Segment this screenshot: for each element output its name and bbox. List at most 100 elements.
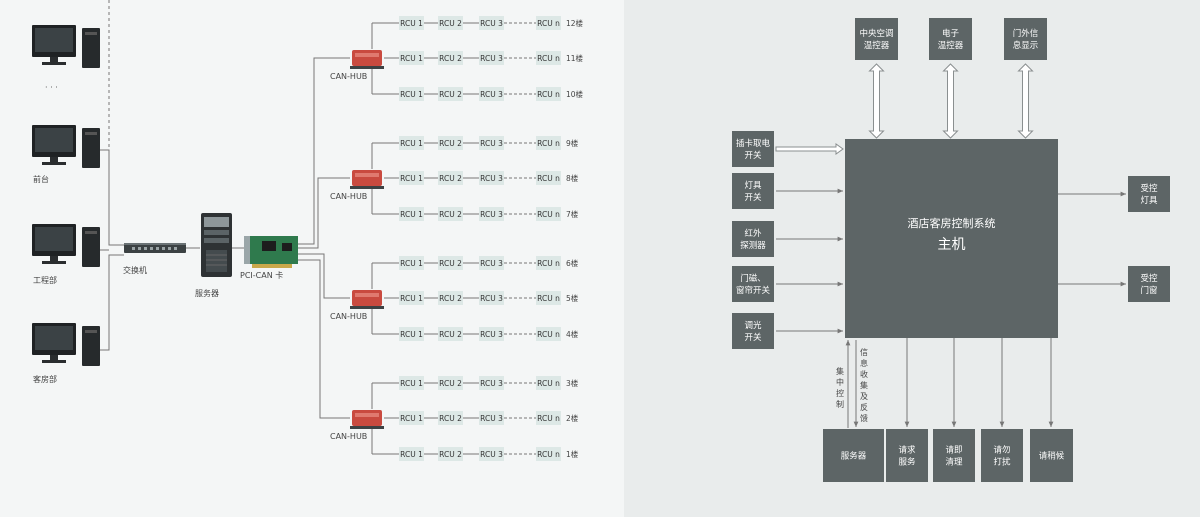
rcu-box: [399, 376, 424, 390]
server-tower: [201, 213, 232, 277]
trunk-hub-1: [298, 57, 350, 245]
rcu-label: RCU 3: [480, 259, 503, 268]
box-text: 探测器: [740, 240, 766, 251]
label-can-hub: CAN-HUB: [330, 312, 367, 321]
floor-label: 3楼: [566, 378, 579, 388]
pc-link-front-desk: [100, 149, 124, 246]
rcu-box: [438, 256, 463, 270]
rcu-label: RCU n: [537, 330, 560, 339]
rcu-label: RCU 2: [439, 210, 462, 219]
rcu-box: [536, 51, 561, 65]
rcu-row: RCU 1 RCU 2 RCU 3 RCU n 6楼: [372, 256, 579, 270]
rcu-label: RCU 1: [400, 330, 423, 339]
box-text: 中央空调: [859, 28, 893, 39]
label-info-feedback: 收: [860, 369, 868, 379]
rcu-label: RCU 1: [400, 174, 423, 183]
rcu-box: [399, 291, 424, 305]
rcu-box: [399, 411, 424, 425]
rcu-label: RCU 3: [480, 139, 503, 148]
main-title: 酒店客房控制系统: [908, 216, 996, 230]
rcu-box: [536, 136, 561, 150]
rcu-label: RCU 3: [480, 294, 503, 303]
box-text: 灯具: [744, 180, 762, 191]
network-switch: [124, 243, 186, 253]
floor-label: 4楼: [566, 329, 579, 339]
rcu-label: RCU 3: [480, 19, 503, 28]
rcu-label: RCU 1: [400, 139, 423, 148]
pc-front-desk: [32, 125, 100, 168]
box-text: 受控: [1140, 273, 1158, 284]
rcu-box: [438, 136, 463, 150]
bidirectional-arrow: [1017, 63, 1034, 139]
rcu-label: RCU n: [537, 139, 560, 148]
label-info-feedback: 集: [860, 380, 868, 390]
rcu-box: [479, 256, 504, 270]
rcu-label: RCU 1: [400, 19, 423, 28]
box-text: 请即: [945, 445, 962, 456]
rcu-label: RCU 2: [439, 414, 462, 423]
input-arrow: [775, 143, 844, 155]
can-hub: [350, 410, 384, 429]
rcu-box: [479, 16, 504, 30]
rcu-label: RCU 2: [439, 259, 462, 268]
rcu-label: RCU n: [537, 379, 560, 388]
rcu-label: RCU 1: [400, 379, 423, 388]
box-text: 插卡取电: [736, 138, 771, 149]
rcu-box: [399, 447, 424, 461]
rcu-label: RCU 2: [439, 139, 462, 148]
rcu-label: RCU 1: [400, 210, 423, 219]
rcu-box: [536, 376, 561, 390]
pci-can-card: [244, 236, 298, 268]
network-topology-panel: [0, 0, 624, 517]
label-can-hub: CAN-HUB: [330, 192, 367, 201]
rcu-label: RCU 1: [400, 450, 423, 459]
rcu-box: [536, 411, 561, 425]
rcu-box: [438, 87, 463, 101]
rcu-box: [438, 327, 463, 341]
floor-label: 9楼: [566, 138, 579, 148]
box-text: 开关: [744, 150, 762, 161]
rcu-box: [479, 207, 504, 221]
rcu-label: RCU 2: [439, 450, 462, 459]
floor-label: 6楼: [566, 258, 579, 268]
box-text: 窗帘开关: [736, 285, 771, 296]
bottom-device-box: 服务器: [823, 429, 884, 482]
rcu-label: RCU n: [537, 174, 560, 183]
box-text: 电子: [942, 28, 960, 39]
rcu-box: [399, 87, 424, 101]
rcu-label: RCU 2: [439, 379, 462, 388]
box-text: 清理: [945, 457, 963, 468]
box-text: 请勿: [993, 445, 1010, 456]
box-text: 门外信: [1013, 28, 1039, 39]
floor-label: 7楼: [566, 209, 579, 219]
rcu-label: RCU n: [537, 259, 560, 268]
box-text: 服务器: [841, 451, 867, 462]
rcu-box: [479, 171, 504, 185]
rcu-label: RCU 2: [439, 54, 462, 63]
box-text: 开关: [744, 332, 762, 343]
can-hub: [350, 290, 384, 309]
label-info-feedback: 反: [860, 402, 868, 412]
rcu-box: [479, 51, 504, 65]
rcu-box: [536, 256, 561, 270]
floor-label: 8楼: [566, 173, 579, 183]
rcu-box: [536, 171, 561, 185]
more-pcs-ellipsis: · · ·: [45, 83, 58, 92]
rcu-label: RCU 2: [439, 294, 462, 303]
pc-engineering: [32, 224, 100, 267]
rcu-label: RCU n: [537, 54, 560, 63]
label-can-hub: CAN-HUB: [330, 432, 367, 441]
rcu-label: RCU 1: [400, 259, 423, 268]
